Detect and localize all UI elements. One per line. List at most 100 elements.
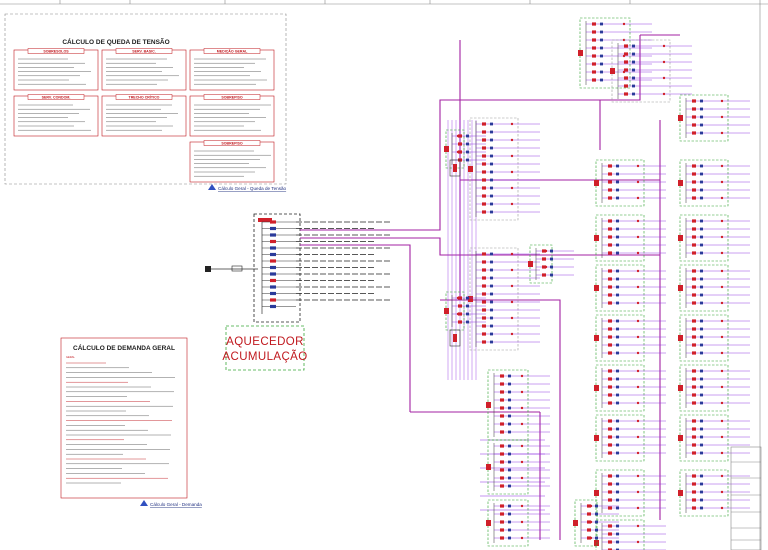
subpanel-terminal — [636, 474, 640, 478]
subpanel-breaker — [700, 180, 703, 184]
subpanel-breaker — [482, 300, 486, 304]
subpanel — [678, 214, 750, 262]
subpanel-terminal — [720, 219, 724, 223]
subpanel-breaker — [616, 319, 619, 323]
heater-element — [453, 334, 457, 342]
subpanel-breaker — [616, 548, 619, 550]
subpanel-breaker — [592, 54, 596, 58]
subpanel-breaker — [500, 484, 504, 488]
subpanel-breaker — [490, 324, 493, 328]
demand-panel: CÁLCULO DE DEMANDA GERAL GERAL Cálculo G… — [60, 337, 202, 507]
subpanel-breaker — [632, 52, 635, 56]
subpanel-breaker — [600, 78, 603, 82]
mdb-breaker — [270, 298, 276, 302]
subpanel-breaker — [624, 44, 628, 48]
subpanel-breaker — [482, 252, 486, 256]
voltage-drop-title: CÁLCULO DE QUEDA DE TENSÃO — [62, 37, 169, 46]
subpanel-breaker — [482, 122, 486, 126]
subpanel — [678, 364, 750, 412]
subpanel-terminal — [662, 92, 666, 96]
subpanel-terminal — [520, 406, 524, 410]
subpanel-breaker — [500, 476, 504, 480]
subpanel — [678, 414, 750, 462]
subpanel-terminal — [636, 419, 640, 423]
subpanel-breaker — [616, 474, 619, 478]
feeder-trunk — [300, 99, 460, 231]
subpanel-breaker — [608, 269, 612, 273]
subpanel-breaker — [508, 512, 511, 516]
subpanel-breaker — [608, 180, 612, 184]
subpanel-breaker — [692, 351, 696, 355]
mdb-breaker — [270, 259, 276, 263]
subpanel-main-breaker — [486, 520, 491, 526]
subpanel-breaker — [592, 78, 596, 82]
subpanel-breaker — [632, 84, 635, 88]
subpanel-breaker — [608, 335, 612, 339]
subpanel-border — [611, 39, 671, 103]
subpanel-breaker — [600, 70, 603, 74]
subpanel-breaker — [700, 482, 703, 486]
subpanel-breaker — [616, 482, 619, 486]
subpanel-breaker — [608, 343, 612, 347]
subpanel-breaker — [608, 540, 612, 544]
subpanel-breaker — [692, 115, 696, 119]
subpanel-breaker — [632, 76, 635, 80]
subpanel-breaker — [608, 277, 612, 281]
subpanel-main-breaker — [610, 68, 615, 74]
subpanel — [594, 214, 666, 262]
subpanel-breaker — [608, 419, 612, 423]
subpanel — [678, 159, 750, 207]
subpanel-breaker — [700, 474, 703, 478]
subpanel-breaker — [700, 285, 703, 289]
subpanel-breaker — [458, 296, 462, 300]
subpanel-terminal — [636, 369, 640, 373]
subpanel-terminal — [636, 435, 640, 439]
subpanel-main-breaker — [594, 335, 599, 341]
subpanel-terminal — [636, 506, 640, 510]
subpanel-main-breaker — [594, 435, 599, 441]
subpanel-breaker — [700, 427, 703, 431]
subpanel-breaker — [600, 38, 603, 42]
subpanel-breaker — [550, 249, 553, 253]
subpanel-terminal — [520, 422, 524, 426]
voltage-box-header — [203, 140, 261, 146]
subpanel-breaker — [466, 296, 469, 300]
subpanel-breaker — [508, 398, 511, 402]
subpanel-breaker — [700, 419, 703, 423]
demand-caption-group: Cálculo Geral - Demanda — [140, 500, 202, 507]
subpanel-breaker — [692, 474, 696, 478]
demand-title: CÁLCULO DE DEMANDA GERAL — [73, 343, 175, 352]
subpanel-breaker — [600, 54, 603, 58]
subpanel-main-breaker — [678, 285, 683, 291]
subpanel-breaker — [616, 327, 619, 331]
subpanel-border — [679, 364, 729, 412]
subpanel-breaker — [490, 316, 493, 320]
voltage-box: MEDIÇÃO GERAL — [189, 48, 275, 91]
subpanel-breaker — [587, 512, 591, 516]
subpanel-terminal — [520, 460, 524, 464]
subpanel-breaker — [700, 269, 703, 273]
subpanel-main-breaker — [594, 180, 599, 186]
subpanel-breaker — [490, 122, 493, 126]
subpanel-breaker — [616, 243, 619, 247]
subpanel-breaker — [692, 172, 696, 176]
subpanel-breaker — [700, 377, 703, 381]
subpanel-breaker — [624, 60, 628, 64]
mdb-breaker — [270, 220, 276, 224]
subpanel-terminal — [510, 252, 514, 256]
subpanel-breaker — [466, 134, 469, 138]
subpanel-breaker — [490, 332, 493, 336]
subpanel-terminal — [636, 269, 640, 273]
subpanel-breaker — [482, 154, 486, 158]
subpanel-breaker — [616, 435, 619, 439]
subpanel-breaker — [608, 474, 612, 478]
subpanel-breaker — [490, 186, 493, 190]
subpanel-breaker — [692, 482, 696, 486]
voltage-box: SOBREPISO — [189, 94, 275, 137]
subpanel-terminal — [720, 164, 724, 168]
subpanel-breaker — [592, 46, 596, 50]
subpanel-breaker — [700, 335, 703, 339]
subpanel-breaker — [490, 252, 493, 256]
subpanel-breaker — [616, 335, 619, 339]
subpanel-breaker — [600, 46, 603, 50]
